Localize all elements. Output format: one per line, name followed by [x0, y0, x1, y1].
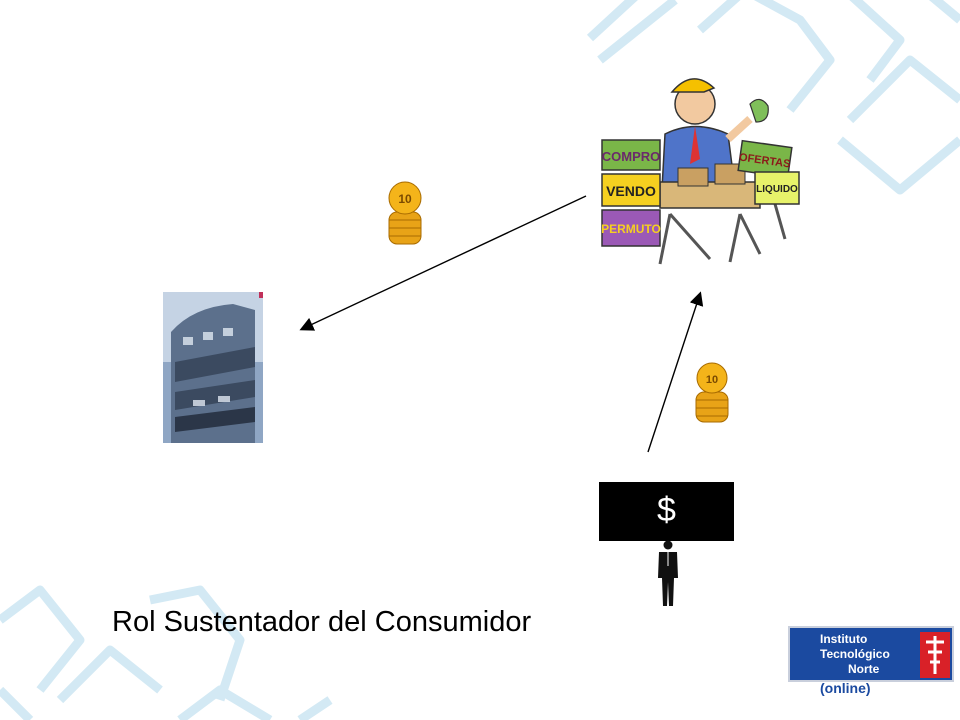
sign-permuto: PERMUTO — [601, 222, 661, 236]
logo-box: Instituto Tecnológico Norte — [788, 626, 954, 682]
arrow-vendor-to-company — [299, 195, 587, 331]
arrow-consumer-to-vendor — [647, 291, 704, 453]
institute-logo: Instituto Tecnológico Norte (online) — [788, 626, 954, 698]
logo-line-2: Tecnológico — [820, 647, 890, 661]
vendor-stand-image: COMPRO VENDO PERMUTO OFERTAS LIQUIDO — [601, 78, 800, 265]
slide-title: Rol Sustentador del Consumidor — [112, 606, 532, 638]
building-image — [163, 292, 263, 443]
sign-liquido: LIQUIDO — [756, 184, 798, 195]
coin-label: 10 — [706, 374, 718, 386]
coin-label: 10 — [398, 192, 412, 206]
dollar-box: $ — [599, 482, 734, 541]
logo-online-text: (online) — [820, 680, 871, 696]
coin-stack-image: 10 — [388, 181, 422, 245]
logo-line-3: Norte — [848, 662, 880, 676]
coin-stack-image: 10 — [695, 362, 729, 423]
logo-emblem-icon — [920, 632, 950, 678]
sign-vendo: VENDO — [606, 183, 656, 199]
sign-compro: COMPRO — [602, 149, 661, 164]
consumer-figure — [658, 540, 678, 606]
dollar-sign: $ — [657, 491, 676, 529]
logo-line-1: Instituto — [820, 632, 868, 646]
